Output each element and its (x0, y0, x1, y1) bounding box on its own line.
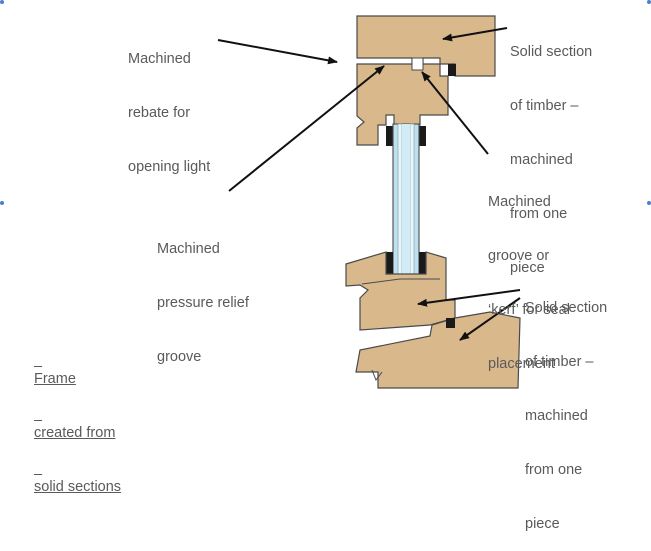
seal-sill (446, 318, 455, 328)
label-solid-section-top: Solid section of timber – machined from … (510, 44, 593, 276)
arrow-groove (421, 71, 489, 155)
selection-handle-top-right[interactable] (647, 0, 651, 4)
bottom-frame-timber (355, 311, 521, 389)
selection-handle-right[interactable] (647, 201, 651, 205)
label-solid-section-bottom: Solid section of timber – machined from … (525, 300, 608, 532)
kerf-groove (411, 57, 424, 71)
seal-right-top (419, 126, 426, 146)
arrow-solid-bottom-2 (459, 297, 521, 341)
arrow-relief (228, 65, 385, 192)
selection-handle-top-left[interactable] (0, 0, 4, 4)
window-section-diagram (217, 15, 521, 389)
label-frame-from-solid-sections: Frame created from solid sections (34, 371, 122, 495)
seal-left-top (386, 126, 393, 146)
label-machined-rebate: Machined rebate for opening light (128, 51, 211, 175)
label-machined-groove-kerf: Machined groove or ‘kerf’ for seal place… (488, 194, 570, 372)
selection-handle-left[interactable] (0, 201, 4, 205)
label-pressure-relief-groove: Machined pressure relief groove (157, 241, 249, 365)
glazing-unit (392, 123, 420, 277)
seal-right-bottom (419, 252, 426, 274)
sash-top-timber (356, 63, 449, 146)
sash-bottom-timber (345, 251, 456, 331)
arrow-solid-bottom-1 (417, 289, 521, 307)
drip-groove-line (361, 278, 440, 285)
sill-drip (371, 369, 383, 382)
arrow-solid-top (442, 27, 508, 42)
seal-left-bottom (386, 252, 393, 274)
arrow-rebate (217, 39, 338, 65)
seal-top (448, 64, 456, 76)
